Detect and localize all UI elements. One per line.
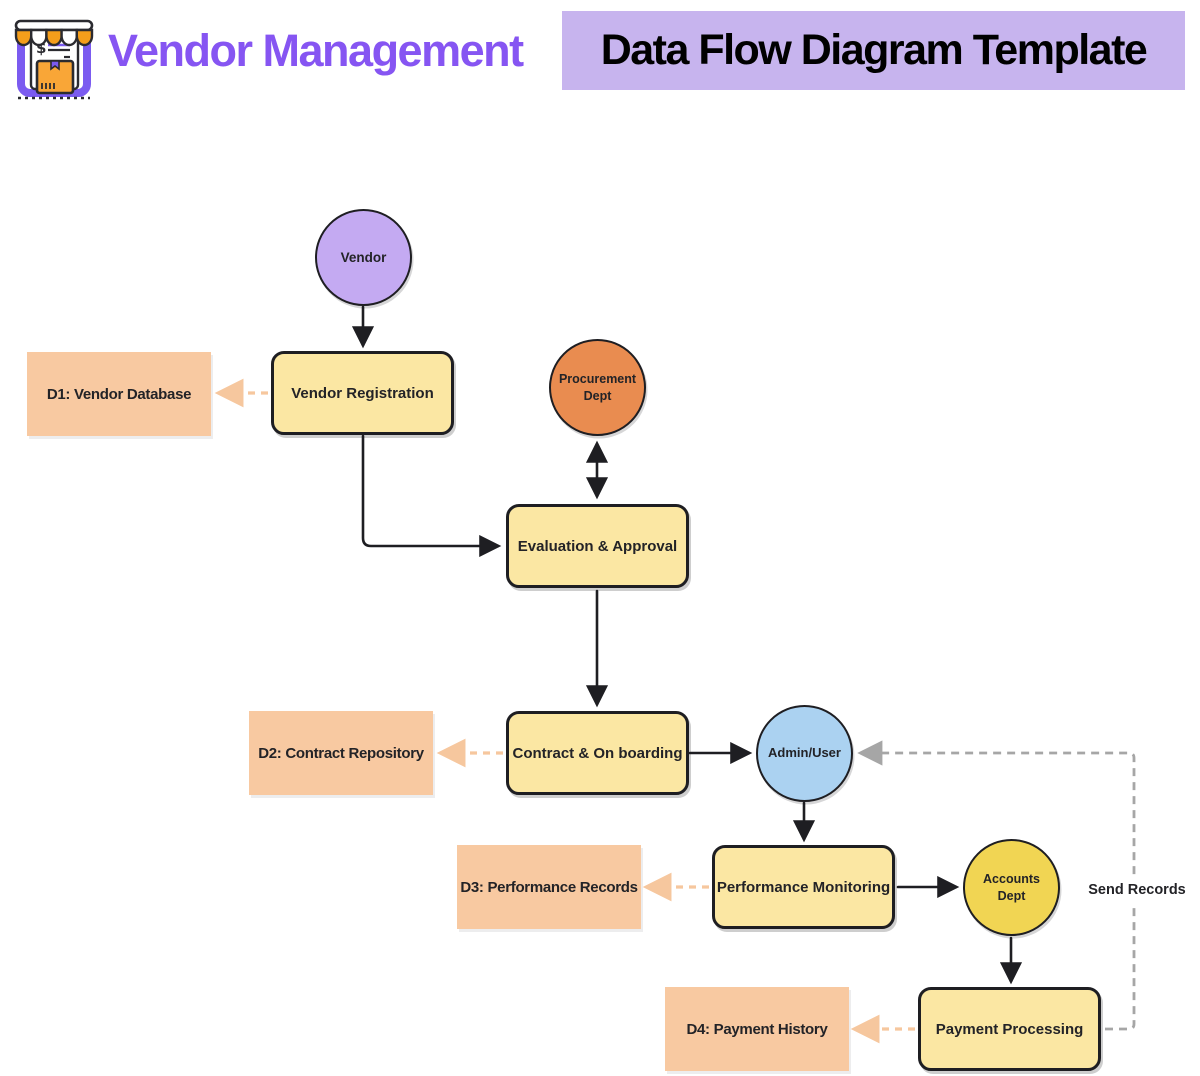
node-d3-label: D3: Performance Records	[460, 878, 638, 896]
node-procurement-dept-label: Procurement Dept	[558, 372, 637, 403]
node-procurement-dept-entity[interactable]: Procurement Dept	[549, 339, 646, 436]
node-admin-user-label: Admin/User	[768, 745, 841, 761]
node-d3-performance-records-datastore[interactable]: D3: Performance Records	[457, 845, 641, 929]
node-payment-processing-label: Payment Processing	[935, 1020, 1084, 1038]
node-d4-payment-history-datastore[interactable]: D4: Payment History	[665, 987, 849, 1071]
svg-text:$: $	[36, 39, 46, 57]
node-performance-monitoring-process[interactable]: Performance Monitoring	[712, 845, 895, 929]
node-d2-label: D2: Contract Repository	[258, 744, 424, 762]
node-d1-vendor-database-datastore[interactable]: D1: Vendor Database	[27, 352, 211, 436]
node-evaluation-approval-label: Evaluation & Approval	[517, 537, 678, 555]
node-d2-contract-repository-datastore[interactable]: D2: Contract Repository	[249, 711, 433, 795]
node-admin-user-entity[interactable]: Admin/User	[756, 705, 853, 802]
storefront-icon: $ $	[14, 19, 94, 100]
brand-title: Vendor Management	[108, 25, 524, 76]
node-evaluation-approval-process[interactable]: Evaluation & Approval	[506, 504, 689, 588]
node-accounts-dept-entity[interactable]: Accounts Dept	[963, 839, 1060, 936]
node-contract-onboarding-label: Contract & On boarding	[512, 744, 683, 762]
banner-title: Data Flow Diagram Template	[562, 11, 1185, 90]
node-contract-onboarding-process[interactable]: Contract & On boarding	[506, 711, 689, 795]
node-accounts-dept-label: Accounts Dept	[983, 872, 1040, 903]
node-vendor-entity[interactable]: Vendor	[315, 209, 412, 306]
node-vendor-registration-label: Vendor Registration	[291, 384, 434, 402]
node-payment-processing-process[interactable]: Payment Processing	[918, 987, 1101, 1071]
node-d4-label: D4: Payment History	[686, 1020, 828, 1038]
node-vendor-registration-process[interactable]: Vendor Registration	[271, 351, 454, 435]
node-d1-label: D1: Vendor Database	[46, 385, 192, 403]
node-vendor-label: Vendor	[340, 249, 387, 265]
edge-registration-to-evaluation	[361, 434, 502, 558]
page-header: $ $ Vendor Management Data Flow Diagram …	[0, 0, 1200, 110]
edge-label-send-records: Send Records	[1088, 877, 1186, 903]
node-performance-monitoring-label: Performance Monitoring	[716, 878, 891, 896]
